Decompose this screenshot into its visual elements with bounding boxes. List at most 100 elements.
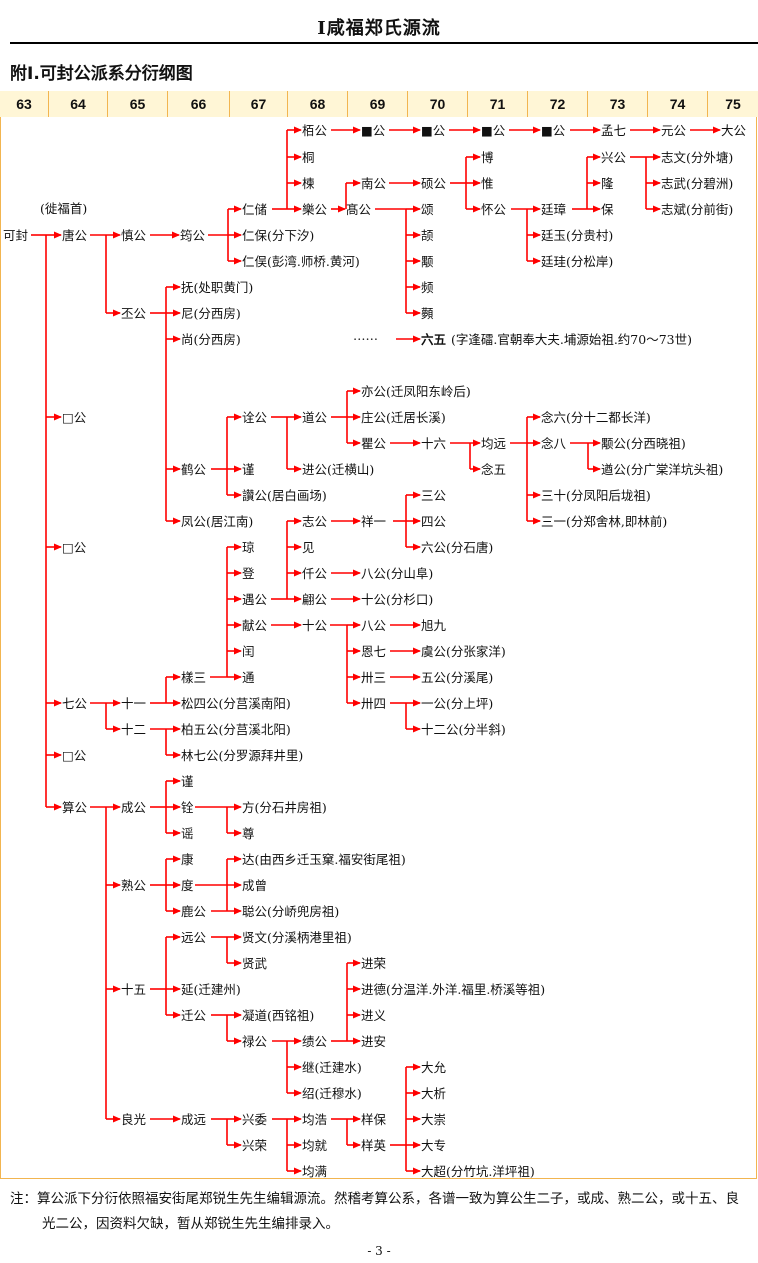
node-n67-deng: 登: [242, 566, 255, 581]
generation-75: 75: [707, 91, 758, 117]
node-n72-b4: ■公: [541, 123, 566, 138]
node-n66-lu: 鹿公: [181, 904, 207, 919]
node-n68-junjiu: 均就: [302, 1138, 328, 1153]
node-n66-ni: 尼(分西房): [181, 306, 241, 321]
generation-69: 69: [347, 91, 407, 117]
node-n65-shu: 熟公: [121, 878, 147, 893]
node-n71-wei: 惟: [481, 176, 494, 191]
node-n67-xingwei: 兴委: [242, 1112, 268, 1127]
node-n66-chengyuan: 成远: [181, 1112, 207, 1127]
node-n66-feng: 凤公(居江南): [181, 514, 254, 529]
node-n70-liuwu: 六五: [421, 332, 447, 347]
generation-70: 70: [407, 91, 467, 117]
page-number: - 3 -: [367, 1244, 391, 1258]
node-n68-jin: 进公(迁横山): [302, 462, 375, 477]
node-n68-zhi: 志公: [302, 514, 328, 529]
node-n66-yao: 谣: [181, 826, 194, 841]
node-n72-tingzhang: 廷璋: [541, 202, 567, 217]
node-n66-yuan: 远公: [181, 930, 207, 945]
node-n68-ji: 绩公: [302, 1034, 328, 1049]
node-n70-dachong: 大崇: [421, 1112, 447, 1127]
node-n68-bai: 栢公: [302, 123, 328, 138]
node-n67-quan: 诠公: [242, 410, 268, 425]
node-n64-kou3: □公: [62, 748, 87, 763]
node-n73-nianba: 念八: [541, 436, 567, 451]
node-n66-yun: 筠公: [180, 228, 206, 243]
node-n74-zhibin: 志斌(分前街): [661, 202, 734, 217]
node-n66-du: 度: [181, 878, 194, 893]
node-n72-tinggui: 廷珪(分松岸): [541, 254, 614, 269]
node-n66-bai: 柏五公(分莒溪北阳): [181, 722, 291, 737]
page-header-title: Ⅰ咸福郑氏源流: [317, 18, 441, 39]
node-n68-junman: 均满: [302, 1164, 328, 1179]
node-n66-fu: 抚(处职黄门): [181, 280, 254, 295]
generation-72: 72: [527, 91, 587, 117]
node-n70-si: 四公: [421, 514, 447, 529]
node-n73-long: 隆: [601, 176, 614, 191]
node-n64-tang: 唐公: [62, 228, 88, 243]
node-n64-kou1: □公: [62, 410, 87, 425]
node-n70-yong: 颙: [421, 254, 434, 269]
node-n66-quan: 铨: [181, 800, 194, 815]
header-rule: [10, 42, 758, 44]
node-n70-xujiu: 旭九: [421, 618, 447, 633]
node-n74-zun: 遒公(分广棠洋坑头祖): [601, 462, 724, 477]
node-n67-tong: 通: [242, 670, 255, 685]
node-n67-yu: 遇公: [242, 592, 268, 607]
node-n70-b2: ■公: [421, 123, 446, 138]
node-n71-bo: 博: [481, 150, 494, 165]
node-n73-xing: 兴公: [601, 150, 627, 165]
node-dotted: ……: [353, 328, 378, 343]
generation-65: 65: [107, 91, 167, 117]
node-n70-mo: 顭: [421, 306, 434, 321]
node-n66-qian: 迁公: [181, 1008, 207, 1023]
node-n66-jin: 谨: [181, 774, 194, 789]
node-n71-junyuan: 均远: [481, 436, 507, 451]
node-root: 可封: [3, 228, 29, 243]
node-n70-yi: 一公(分上坪): [421, 696, 494, 711]
node-n66-he: 鹤公: [181, 462, 207, 477]
generation-71: 71: [467, 91, 527, 117]
node-n67-xianwu: 贤武: [242, 956, 268, 971]
node-n69-jinan: 进安: [361, 1034, 387, 1049]
node-n70-yu: 虞公(分张家洋): [421, 644, 506, 659]
node-n70-dayun: 大允: [421, 1060, 447, 1075]
node-n69-jinde: 进德(分温洋.外洋.福里.桥溪等祖): [361, 982, 546, 997]
node-n67-xian: 献公: [242, 618, 268, 633]
generation-68: 68: [287, 91, 347, 117]
node-n74-ji: 颙公(分西晓祖): [601, 436, 686, 451]
node-n68-shi: 十公: [302, 618, 328, 633]
node-n73-nianliu: 念六(分十二都长洋): [541, 410, 651, 425]
node-n69-enqi: 恩七: [361, 644, 387, 659]
node-n66-yan: 延(迁建州): [181, 982, 241, 997]
node-n68-xi: 翩公: [302, 592, 328, 607]
node-n69-sasi: 卅四: [361, 696, 387, 711]
node-n67-xianwen: 贤文(分溪柄港里祖): [242, 930, 352, 945]
node-n67-qiong: 琼: [242, 540, 255, 555]
node-n68-jian: 见: [302, 540, 315, 555]
node-n65-shen: 慎公: [121, 228, 147, 243]
node-n67-run: 闰: [242, 644, 255, 659]
node-n69-gao: 髙公: [346, 202, 372, 217]
node-n71-nianwu: 念五: [481, 462, 507, 477]
node-n68-dao: 道公: [302, 410, 328, 425]
generation-73: 73: [587, 91, 647, 117]
node-n68-junhao: 均浩: [302, 1112, 328, 1127]
node-n74-zhiwen: 志文(分外塘): [661, 150, 734, 165]
node-n67-da: 达(由西乡迁玉窠.福安街尾祖): [242, 852, 406, 867]
node-n70-song: 颂: [421, 202, 434, 217]
node-n67-zan: 讚公(居白画场): [242, 488, 327, 503]
node-n64-kou2: □公: [62, 540, 87, 555]
node-n66-kang: 康: [181, 852, 194, 867]
node-n70-pin: 频: [421, 280, 434, 295]
node-n64-suan: 算公: [62, 800, 88, 815]
node-n67-renbao: 仁保(分下汐): [242, 228, 315, 243]
node-n69-bagong: 八公(分山阜): [361, 566, 434, 581]
node-n67-xingrong: 兴荣: [242, 1138, 268, 1153]
node-n69-xiangyi: 祥一: [361, 514, 387, 529]
node-n74-zhiwu: 志武(分碧洲): [661, 176, 734, 191]
node-n69-zhuang: 庄公(迁居长溪): [361, 410, 446, 425]
node-n69-ba: 八公: [361, 618, 387, 633]
footnote: 注：算公派下分衍依照福安街尾郑锐生先生编辑源流。然稽考算公系，各谱一致为算公生二…: [10, 1191, 739, 1232]
